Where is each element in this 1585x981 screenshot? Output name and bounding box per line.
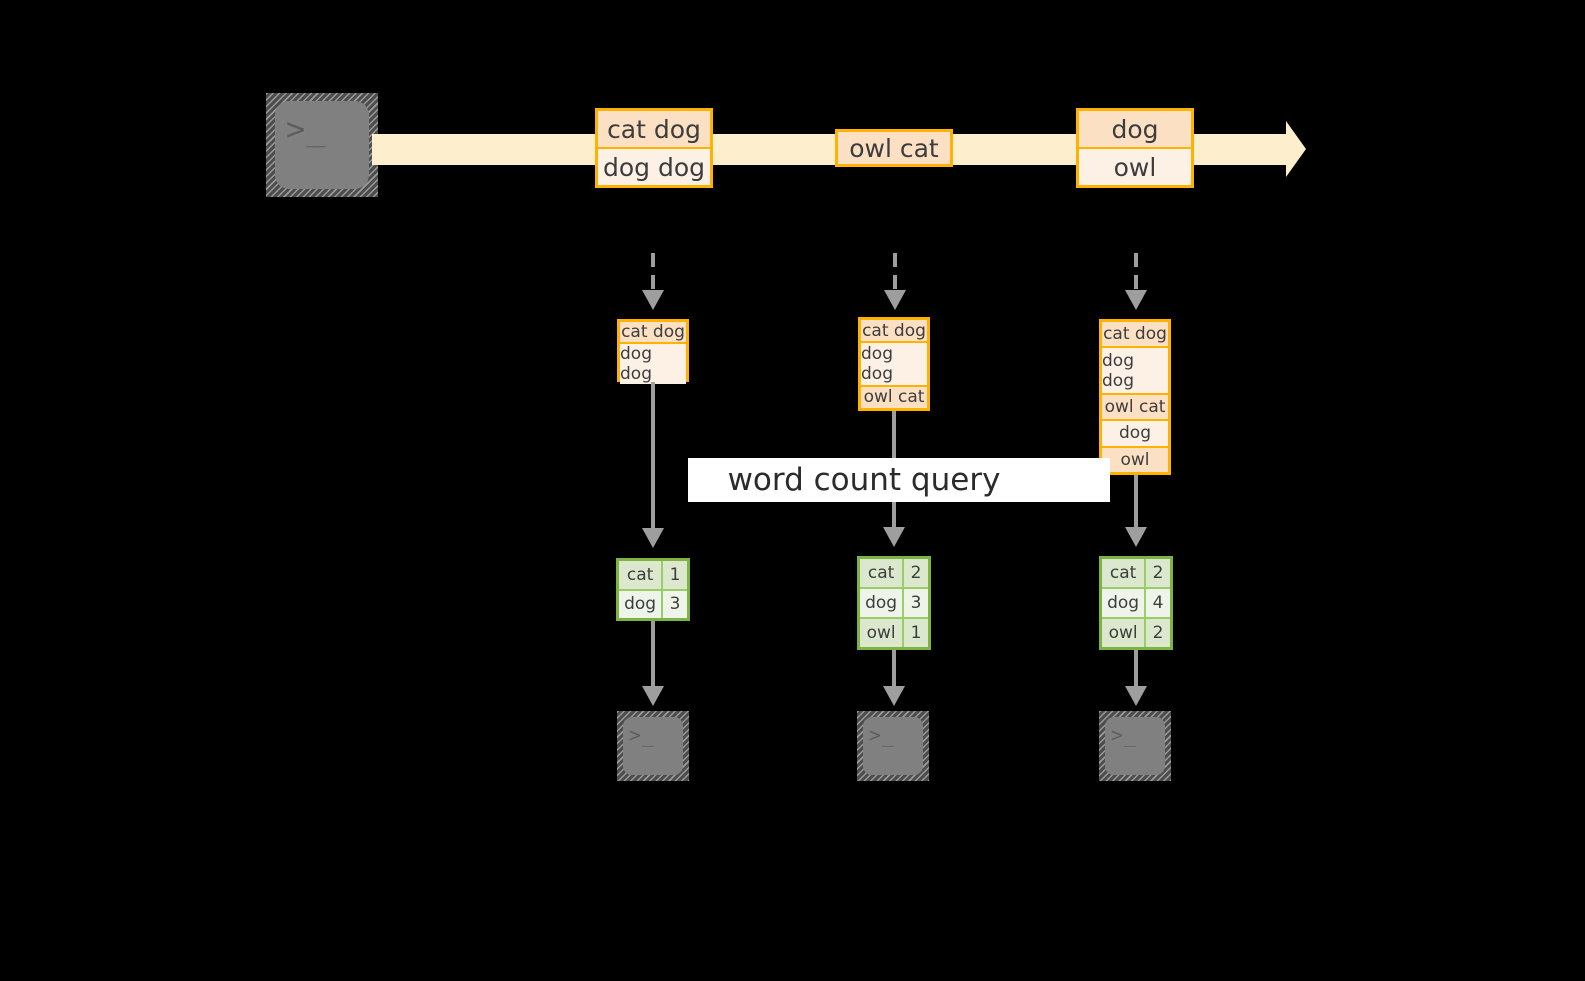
stream-arrow-head — [1286, 121, 1306, 177]
snapshot-tap-line-1 — [651, 253, 655, 294]
snapshot-buffer-2: cat dog dog dog owl cat — [858, 317, 930, 411]
sink-flow-arrowhead-1 — [642, 686, 664, 706]
result-row: dog 3 — [619, 588, 687, 618]
result-word: dog — [1107, 593, 1140, 613]
result-row: cat 2 — [860, 559, 928, 587]
sink-flow-line-1 — [651, 621, 655, 689]
stream-message-3: dog owl — [1076, 108, 1194, 188]
snapshot-tap-line-3 — [1134, 253, 1138, 294]
sink-terminal-icon-1: >_ — [617, 711, 689, 781]
result-row: owl 1 — [860, 617, 928, 647]
result-row: owl 2 — [1102, 617, 1170, 647]
result-table-2: cat 2 dog 3 owl 1 — [857, 556, 931, 650]
result-row: dog 3 — [860, 587, 928, 617]
stream-message-line: cat dog — [598, 111, 710, 147]
result-word: dog — [624, 594, 657, 615]
buffer-line: owl — [1102, 445, 1168, 473]
result-word: cat — [867, 563, 895, 583]
buffer-line: dog dog — [861, 341, 927, 385]
word-count-query-label: word count query — [688, 458, 1110, 502]
buffer-line: dog dog — [620, 342, 686, 384]
sink-flow-arrowhead-2 — [883, 686, 905, 706]
result-table-3: cat 2 dog 4 owl 2 — [1099, 556, 1173, 650]
terminal-prompt-glyph: >_ — [629, 723, 656, 747]
stream-message-line: dog dog — [598, 147, 710, 185]
result-count: 4 — [1144, 589, 1170, 617]
sink-flow-line-3 — [1134, 650, 1138, 689]
result-table-1: cat 1 dog 3 — [616, 558, 690, 621]
result-count: 1 — [661, 561, 687, 589]
sink-flow-arrowhead-3 — [1125, 686, 1147, 706]
buffer-line: dog dog — [1102, 346, 1168, 393]
stream-message-line: dog — [1079, 111, 1191, 147]
buffer-line: dog — [1102, 419, 1168, 446]
result-count: 2 — [1144, 619, 1170, 647]
result-row: cat 2 — [1102, 559, 1170, 587]
query-flow-arrowhead-1 — [642, 528, 664, 548]
buffer-line: owl cat — [861, 384, 927, 408]
snapshot-buffer-1: cat dog dog dog — [617, 319, 689, 384]
terminal-screen — [1104, 716, 1166, 776]
stream-message-line: owl cat — [838, 132, 950, 164]
buffer-line: owl cat — [1102, 392, 1168, 420]
sink-terminal-icon-2: >_ — [857, 711, 929, 781]
result-row: cat 1 — [619, 561, 687, 589]
query-flow-arrowhead-2 — [883, 527, 905, 547]
result-count: 1 — [902, 619, 928, 647]
result-word: owl — [866, 623, 896, 643]
query-flow-arrowhead-3 — [1125, 527, 1147, 547]
snapshot-buffer-3: cat dog dog dog owl cat dog owl — [1099, 319, 1171, 475]
result-count: 2 — [902, 559, 928, 587]
stream-message-line: owl — [1079, 147, 1191, 185]
terminal-screen — [622, 716, 684, 776]
snapshot-tap-arrowhead-2 — [884, 290, 906, 310]
result-count: 2 — [1144, 559, 1170, 587]
query-flow-line-3 — [1134, 475, 1138, 531]
buffer-line: cat dog — [620, 322, 686, 342]
terminal-screen — [274, 101, 370, 189]
terminal-prompt-glyph: >_ — [286, 110, 327, 148]
sink-terminal-icon-3: >_ — [1099, 711, 1171, 781]
stream-message-2: owl cat — [835, 129, 953, 167]
terminal-prompt-glyph: >_ — [869, 723, 896, 747]
result-count: 3 — [661, 590, 687, 618]
snapshot-tap-line-2 — [893, 253, 897, 294]
buffer-line: cat dog — [861, 320, 927, 342]
snapshot-tap-arrowhead-3 — [1125, 290, 1147, 310]
result-word: cat — [1109, 563, 1137, 583]
stream-message-1: cat dog dog dog — [595, 108, 713, 188]
result-count: 3 — [902, 589, 928, 617]
terminal-screen — [862, 716, 924, 776]
buffer-line: cat dog — [1102, 322, 1168, 347]
sink-flow-line-2 — [892, 650, 896, 689]
result-word: owl — [1108, 623, 1138, 643]
result-word: dog — [865, 593, 898, 613]
terminal-prompt-glyph: >_ — [1111, 723, 1138, 747]
result-row: dog 4 — [1102, 587, 1170, 617]
result-word: cat — [626, 564, 654, 585]
snapshot-tap-arrowhead-1 — [642, 290, 664, 310]
query-flow-line-1 — [651, 382, 655, 532]
source-terminal-icon: >_ — [266, 93, 378, 197]
